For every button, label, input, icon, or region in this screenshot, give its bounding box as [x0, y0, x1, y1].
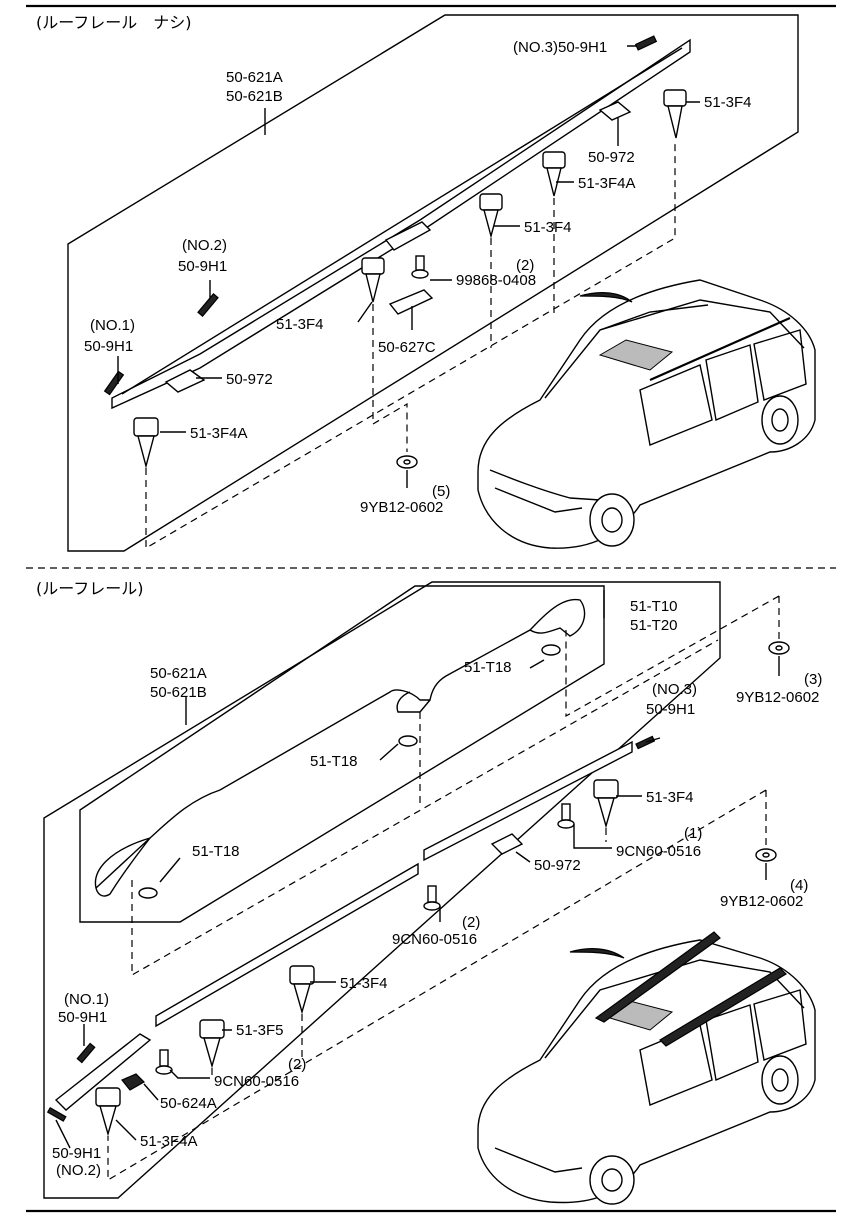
tape-50-972: [490, 833, 524, 855]
clip-51-3f4a-top: [542, 151, 566, 197]
tape-50-972-left: [164, 369, 206, 393]
label-51-3f4-right: 51-3F4: [646, 789, 694, 806]
label-50-621a: 50-621A: [226, 69, 283, 86]
clip-51-3f4-lower: [289, 965, 315, 1015]
group-frame-inner: [79, 585, 605, 923]
label-qty-2: (2): [516, 257, 534, 274]
clip-51-3f4-right: [593, 779, 619, 829]
label-no2-50-9h1: 50-9H1: [178, 258, 227, 275]
bracket: [384, 221, 432, 251]
nut-9yb12-upper: [768, 641, 790, 655]
label-51-t18-left: 51-T18: [192, 843, 240, 860]
label-51-t20: 51-T20: [630, 617, 678, 634]
van-illustration-top: [477, 279, 816, 549]
section-title: (ルーフレール ナシ): [36, 13, 192, 32]
label-51-3f5: 51-3F5: [236, 1022, 284, 1039]
pad-no1: [103, 370, 125, 396]
label-51-t18-top: 51-T18: [464, 659, 512, 676]
label-51-3f4-top: 51-3F4: [704, 94, 752, 111]
tape-50-972-top: [598, 101, 632, 121]
leader-lines: [117, 45, 700, 488]
clip-51-3f5: [199, 1019, 225, 1069]
pad-no2: [197, 293, 219, 317]
label-51-t10: 51-T10: [630, 598, 678, 615]
bolt-9cn60-right: [557, 803, 575, 829]
label-51-3f4-lower: 51-3F4: [340, 975, 388, 992]
group-frame: [67, 14, 799, 552]
label-9cn60-0516-right: 9CN60-0516: [616, 843, 701, 860]
section-roof-rail: (ルーフレール): [36, 579, 822, 1205]
pad-no3: [634, 35, 658, 51]
label-50-621a: 50-621A: [150, 665, 207, 682]
clip-51-3f4-left: [361, 257, 385, 303]
label-no1-50-9h1: 50-9H1: [58, 1009, 107, 1026]
label-51-3f4a-top: 51-3F4A: [578, 175, 636, 192]
cap-51-t18-top: [541, 644, 561, 656]
pad-no3: [635, 735, 656, 750]
label-50-972-left: 50-972: [226, 371, 273, 388]
bolt-99868-0408: [411, 255, 429, 279]
label-9yb12-0602-lower: 9YB12-0602: [720, 893, 803, 910]
nut-9yb12-lower: [755, 848, 777, 862]
molding-inner-line: [121, 47, 683, 395]
clip-51-3f4a-bottom: [133, 417, 159, 469]
label-no2-50-9h1: 50-9H1: [52, 1145, 101, 1162]
label-50-972-top: 50-972: [588, 149, 635, 166]
label-51-3f4a-bottom: 51-3F4A: [190, 425, 248, 442]
cap-51-t18-mid: [398, 735, 418, 747]
label-qty-3: (3): [804, 671, 822, 688]
label-99868-0408: 99868-0408: [456, 272, 536, 289]
rail-cover: [94, 598, 586, 897]
label-qty-2-left: (2): [288, 1056, 306, 1073]
rail-strip-lower: [155, 862, 419, 1028]
label-9yb12-0602-upper: 9YB12-0602: [736, 689, 819, 706]
label-9yb12-0602: 9YB12-0602: [360, 499, 443, 516]
dashed-connectors: [145, 140, 676, 550]
dashed-connectors: [107, 595, 780, 1182]
clip-51-3f4-mid: [479, 193, 503, 239]
tape-50-627c: [388, 289, 434, 315]
label-51-3f4-mid: 51-3F4: [524, 219, 572, 236]
group-frame-outer: [43, 581, 721, 1199]
label-51-3f4-left: 51-3F4: [276, 316, 324, 333]
roof-molding: [111, 38, 691, 410]
label-50-621b: 50-621B: [150, 684, 207, 701]
label-no3: (NO.3): [652, 681, 697, 698]
label-no1: (NO.1): [90, 317, 135, 334]
label-no3-50-9h1: 50-9H1: [646, 701, 695, 718]
clip-51-3f4-top-right: [663, 89, 687, 139]
front-molding: [54, 1033, 152, 1111]
tape-50-624a: [121, 1073, 145, 1091]
bolt-9cn60-left: [155, 1049, 173, 1075]
nut-9yb12-0602: [396, 455, 418, 469]
label-no1-50-9h1: 50-9H1: [84, 338, 133, 355]
label-no2: (NO.2): [182, 237, 227, 254]
pad-no1: [76, 1042, 96, 1064]
label-qty-5: (5): [432, 483, 450, 500]
label-50-624a: 50-624A: [160, 1095, 217, 1112]
pad-no2: [46, 1106, 67, 1122]
label-qty-2-mid: (2): [462, 914, 480, 931]
van-illustration-bottom: [477, 931, 816, 1205]
label-51-t18-mid: 51-T18: [310, 753, 358, 770]
label-qty-1: (1): [684, 825, 702, 842]
label-9cn60-0516-mid: 9CN60-0516: [392, 931, 477, 948]
label-50-972: 50-972: [534, 857, 581, 874]
label-qty-4: (4): [790, 877, 808, 894]
clip-51-3f4a: [95, 1087, 121, 1137]
label-51-3f4a: 51-3F4A: [140, 1133, 198, 1150]
label-no3-50-9h1: (NO.3)50-9H1: [513, 39, 607, 56]
label-no2: (NO.2): [56, 1162, 101, 1179]
label-50-621b: 50-621B: [226, 88, 283, 105]
section-title: (ルーフレール): [36, 579, 144, 598]
leader-lines: [55, 590, 780, 1149]
section-no-roof-rail: (ルーフレール ナシ): [36, 13, 816, 552]
rail-strip-upper: [423, 740, 633, 862]
bolt-9cn60-mid: [423, 885, 441, 911]
label-no1: (NO.1): [64, 991, 109, 1008]
label-9cn60-0516-left: 9CN60-0516: [214, 1073, 299, 1090]
cap-51-t18-left: [138, 887, 158, 899]
label-50-627c: 50-627C: [378, 339, 436, 356]
